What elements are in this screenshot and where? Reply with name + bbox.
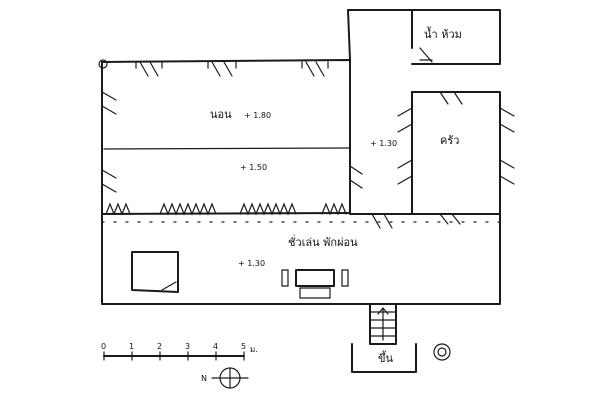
scale-tick: 5 bbox=[241, 342, 246, 351]
scale-tick: 0 bbox=[101, 342, 106, 351]
terrace-label: ชั่วเล่น พักผ่อน bbox=[288, 234, 358, 249]
scale-tick: 3 bbox=[185, 342, 190, 351]
hall-level: + 1.50 bbox=[240, 163, 267, 172]
scale-bar: 0 1 2 3 4 5 ม. bbox=[101, 342, 258, 361]
scale-tick: 1 bbox=[129, 342, 134, 351]
bedroom-walls bbox=[101, 59, 351, 215]
bedroom-level: + 1.80 bbox=[244, 111, 271, 120]
kitchen-windows bbox=[397, 91, 515, 225]
scale-tick: 2 bbox=[157, 342, 162, 351]
entrance-stairs bbox=[351, 303, 417, 373]
hall-zigzag-windows bbox=[101, 202, 351, 216]
north-label: N bbox=[201, 374, 207, 383]
bedroom-left-windows bbox=[101, 91, 117, 193]
kitchen-label: ครัว bbox=[440, 134, 459, 147]
north-arrow: N bbox=[201, 367, 249, 389]
terrace-level: + 1.30 bbox=[238, 259, 265, 268]
column-marker bbox=[433, 343, 451, 361]
terrace-furniture bbox=[131, 251, 349, 299]
bathroom-label: น้ำ ห้วม bbox=[424, 26, 462, 41]
bedroom-label: นอน bbox=[210, 108, 232, 121]
terrace-walls bbox=[101, 213, 501, 305]
scale-unit: ม. bbox=[250, 345, 258, 354]
passage-doors bbox=[349, 165, 393, 229]
stair-label: ขึ้น bbox=[378, 350, 394, 365]
scale-tick: 4 bbox=[213, 342, 218, 351]
passage-level: + 1.30 bbox=[370, 139, 397, 148]
bedroom-top-windows bbox=[98, 59, 329, 77]
